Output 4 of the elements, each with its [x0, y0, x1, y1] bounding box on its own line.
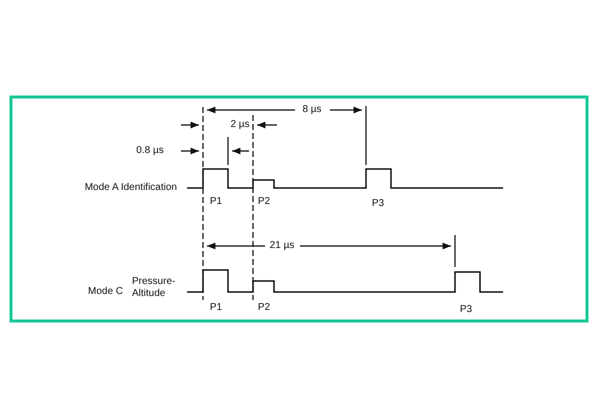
- dimension-label: 2 µs: [229, 119, 251, 131]
- dimension-label: 21 µs: [268, 240, 296, 252]
- dimension-label: 8 µs: [301, 104, 323, 116]
- dimension-label: 0.8 µs: [135, 145, 165, 157]
